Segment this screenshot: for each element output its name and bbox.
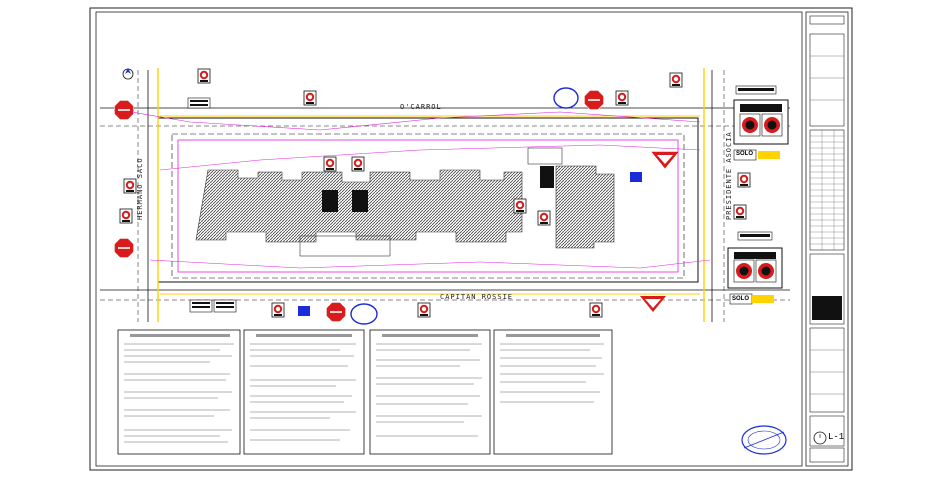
street-label-north: O'CARROL: [400, 103, 442, 111]
solo-label-upper: SOLO: [736, 151, 754, 157]
north-arrow-icon: [122, 68, 134, 80]
no-parking-sign-icon: [733, 204, 747, 220]
detail-callout-circle: [553, 87, 579, 109]
stop-sign-icon: [583, 89, 605, 111]
stop-sign-icon: [113, 237, 135, 259]
no-parking-sign-icon: [669, 72, 683, 88]
notes-section: [117, 329, 613, 455]
solo-label-lower: SOLO: [732, 296, 750, 302]
clock-icon: [813, 431, 827, 445]
no-parking-sign-icon: [303, 90, 317, 106]
stop-sign-icon: [325, 301, 347, 323]
title-block: [805, 11, 849, 467]
stop-sign-icon: [113, 99, 135, 121]
no-parking-sign-icon: [271, 302, 285, 318]
no-parking-sign-icon: [323, 156, 337, 172]
no-parking-sign-icon: [119, 208, 133, 224]
street-label-east: PRESIDENTE ASOCIA: [725, 131, 733, 220]
site-plan: [100, 68, 790, 325]
no-parking-sign-icon: [351, 156, 365, 172]
street-label-south: CAPITAN ROSSIE: [440, 293, 514, 301]
no-parking-sign-icon: [417, 302, 431, 318]
no-parking-sign-icon: [197, 68, 211, 84]
no-parking-sign-icon: [537, 210, 551, 226]
no-parking-sign-icon: [589, 302, 603, 318]
no-parking-sign-icon: [513, 198, 527, 214]
no-parking-sign-icon: [615, 90, 629, 106]
street-label-west: HERMANO SACO: [136, 157, 144, 220]
no-parking-sign-icon: [123, 178, 137, 194]
stamp-icon: [741, 425, 787, 455]
sign-detail-upper: [733, 99, 789, 161]
detail-callout-circle: [350, 303, 378, 325]
sign-detail-lower: [727, 247, 783, 305]
no-parking-sign-icon: [737, 172, 751, 188]
sheet-number: L-1: [828, 432, 845, 442]
